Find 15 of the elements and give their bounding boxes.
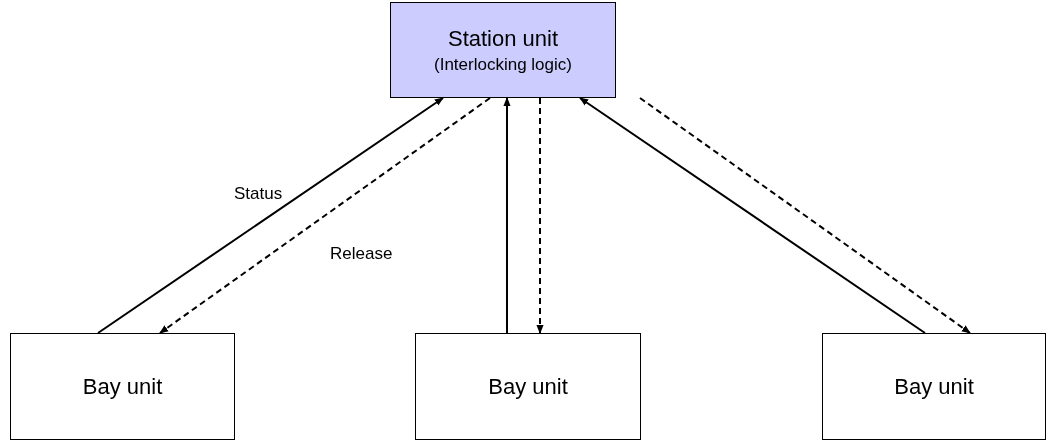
- bay-unit-box: [415, 333, 641, 440]
- dashed-arrow: [159, 97, 491, 334]
- node-title: Bay unit: [488, 373, 568, 400]
- node-subtitle: (Interlocking logic): [434, 54, 572, 75]
- node-title: Bay unit: [82, 373, 163, 400]
- dashed-arrow: [639, 97, 971, 334]
- arrow: [503, 97, 511, 334]
- node-title: Station unit: [447, 25, 559, 52]
- arrow: [579, 97, 926, 334]
- station-unit-box: [390, 2, 616, 98]
- node-title: Bay unit: [894, 373, 974, 400]
- bay-unit-box: [10, 333, 235, 440]
- bay-unit-box: [822, 333, 1046, 440]
- dashed-arrow: [536, 97, 544, 334]
- arrow: [97, 97, 444, 334]
